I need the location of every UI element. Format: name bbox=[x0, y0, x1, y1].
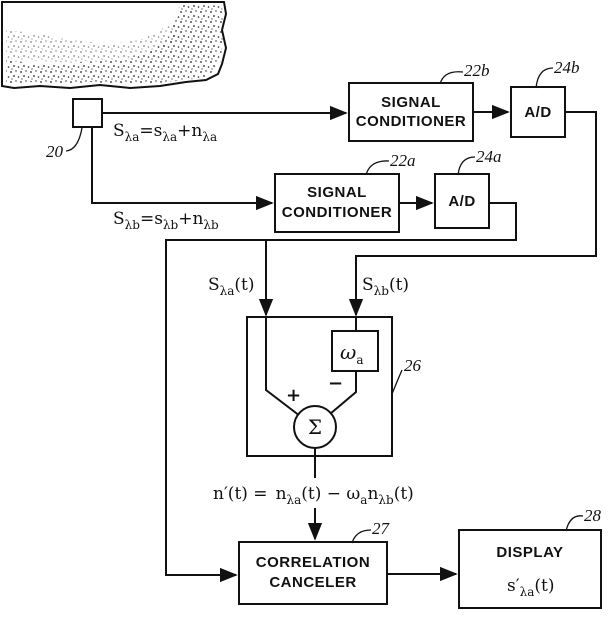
summer-plus-sign: + bbox=[286, 385, 301, 406]
ad-converter-a-ref: 24a bbox=[476, 147, 502, 166]
ad-converter-a-leader bbox=[458, 157, 475, 175]
ad-converter-b-ref: 24b bbox=[554, 58, 580, 77]
correlation-canceler-ref: 27 bbox=[372, 519, 391, 538]
signal-conditioner-a-line2: CONDITIONER bbox=[282, 204, 393, 221]
signal-conditioner-b-ref: 22b bbox=[464, 61, 490, 80]
adaptive-block-ref: 26 bbox=[404, 356, 422, 375]
ad-converter-b-label: A/D bbox=[524, 104, 551, 121]
ad-converter-b-leader bbox=[536, 68, 553, 88]
sensor-ref-leader bbox=[66, 128, 82, 151]
signal-conditioner-a-line1: SIGNAL bbox=[307, 184, 367, 201]
correlation-canceler-line1: CORRELATION bbox=[256, 554, 370, 571]
display-ref: 28 bbox=[584, 506, 602, 525]
signal-conditioner-a-ref: 22a bbox=[390, 151, 416, 170]
tissue-region bbox=[2, 2, 226, 88]
signal-conditioner-a bbox=[275, 174, 399, 232]
adaptive-block-leader bbox=[392, 370, 402, 394]
ad-converter-a-label: A/D bbox=[448, 193, 475, 210]
correlation-canceler bbox=[239, 542, 387, 604]
summing-junction-symbol: Σ bbox=[308, 415, 322, 439]
signal-conditioner-b bbox=[349, 83, 473, 141]
summer-minus-sign: − bbox=[328, 373, 343, 394]
display-title: DISPLAY bbox=[496, 544, 563, 561]
signal-conditioner-b-line2: CONDITIONER bbox=[356, 113, 467, 130]
sensor-box bbox=[73, 99, 102, 127]
signal-conditioner-a-leader bbox=[366, 161, 389, 175]
correlation-canceler-line2: CANCELER bbox=[269, 574, 356, 591]
sensor-ref: 20 bbox=[46, 142, 64, 161]
signal-label-a: Sλa(t) bbox=[208, 275, 255, 298]
noise-equation: n′(t) =nλa(t) − ωanλb(t) bbox=[213, 484, 414, 507]
signal-conditioner-b-line1: SIGNAL bbox=[381, 94, 441, 111]
signal-equation-a: Sλa=sλa+nλa bbox=[113, 121, 217, 144]
signal-label-b: Sλb(t) bbox=[362, 275, 409, 298]
display-leader bbox=[566, 516, 583, 531]
signal-equation-b: Sλb=sλb+nλb bbox=[113, 209, 219, 232]
